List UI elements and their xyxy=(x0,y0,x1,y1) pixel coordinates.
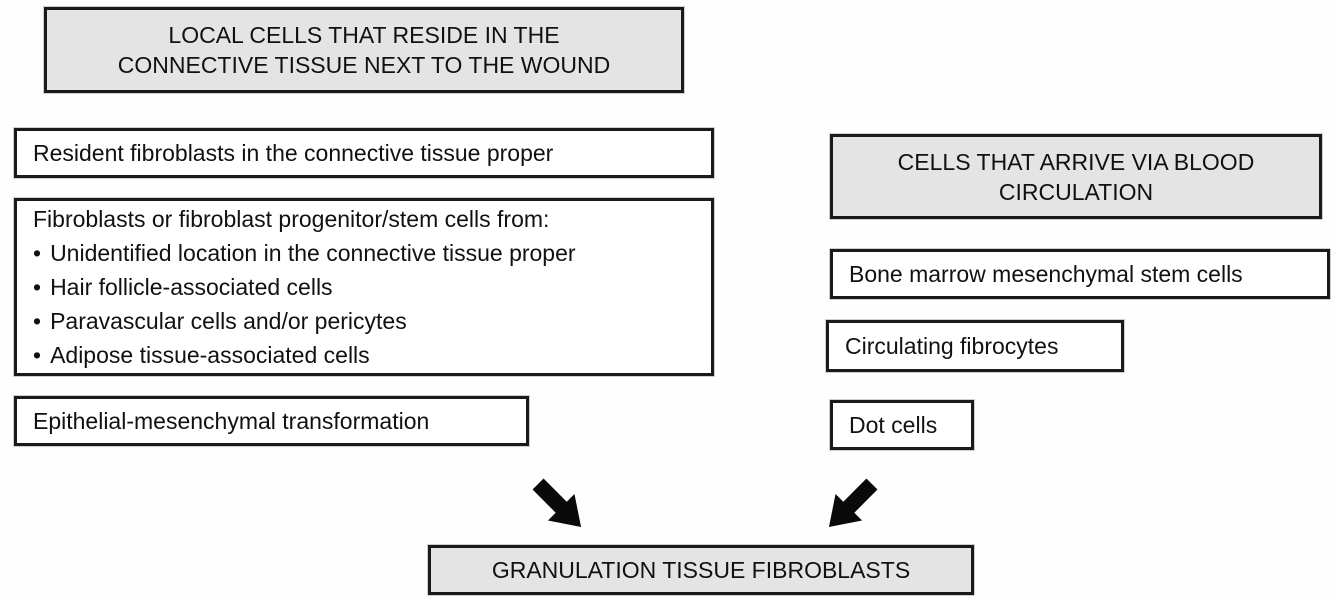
bullet-icon: • xyxy=(33,274,42,300)
progenitor-item-label: Paravascular cells and/or pericytes xyxy=(50,308,407,334)
local-cells-header-box: LOCAL CELLS THAT RESIDE IN THE CONNECTIV… xyxy=(44,7,684,93)
bullet-icon: • xyxy=(33,308,42,334)
circulating-fibrocytes-box: Circulating fibrocytes xyxy=(826,320,1124,372)
progenitor-item-label: Adipose tissue-associated cells xyxy=(50,342,370,368)
progenitor-item-label: Hair follicle-associated cells xyxy=(50,274,333,300)
epithelial-mesenchymal-box: Epithelial-mesenchymal transformation xyxy=(14,396,529,446)
bone-marrow-box: Bone marrow mesenchymal stem cells xyxy=(830,249,1330,299)
fibroblast-progenitor-box: Fibroblasts or fibroblast progenitor/ste… xyxy=(14,198,714,376)
progenitor-list-item: • Adipose tissue-associated cells xyxy=(33,338,695,372)
dot-cells-box: Dot cells xyxy=(830,400,974,450)
progenitor-list-item: • Hair follicle-associated cells xyxy=(33,270,695,304)
down-right-arrow-icon xyxy=(520,466,598,544)
bullet-icon: • xyxy=(33,342,42,368)
progenitor-box-title: Fibroblasts or fibroblast progenitor/ste… xyxy=(33,206,550,232)
progenitor-list-item: • Paravascular cells and/or pericytes xyxy=(33,304,695,338)
progenitor-item-label: Unidentified location in the connective … xyxy=(50,240,576,266)
resident-fibroblasts-box: Resident fibroblasts in the connective t… xyxy=(14,128,714,178)
blood-circulation-header-box: CELLS THAT ARRIVE VIA BLOOD CIRCULATION xyxy=(830,134,1322,219)
bullet-icon: • xyxy=(33,240,42,266)
progenitor-list-item: • Unidentified location in the connectiv… xyxy=(33,236,695,270)
down-left-arrow-icon xyxy=(812,466,890,544)
granulation-tissue-fibroblasts-box: GRANULATION TISSUE FIBROBLASTS xyxy=(428,545,974,595)
